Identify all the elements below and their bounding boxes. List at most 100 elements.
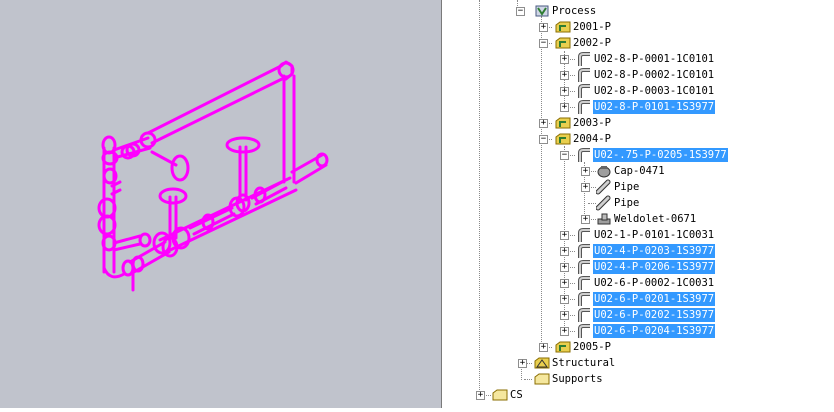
tree-node[interactable]: + Cap-0471 — [454, 163, 834, 179]
tree-node[interactable]: + U02-6-P-0204-1S3977 — [454, 323, 834, 339]
cs-icon — [492, 387, 508, 403]
tree-node-label[interactable]: Process — [552, 5, 597, 17]
pipeline-icon — [555, 19, 571, 35]
expand-icon[interactable]: + — [560, 230, 569, 240]
tree-guide — [544, 347, 552, 348]
tree-guide — [567, 315, 575, 316]
tree-node-label[interactable]: 2002-P — [573, 37, 611, 49]
pipe-run-icon — [576, 67, 592, 83]
tree-guide — [567, 75, 575, 76]
tree-node[interactable]: + U02-4-P-0206-1S3977 — [454, 259, 834, 275]
tree-node[interactable]: + Structural — [454, 355, 834, 371]
tree-node-label[interactable]: 2003-P — [573, 117, 611, 129]
tree-node-label[interactable]: U02-6-P-0202-1S3977 — [593, 308, 716, 322]
pipeline-icon — [555, 131, 571, 147]
expand-icon[interactable]: + — [539, 118, 548, 128]
expand-icon[interactable]: + — [518, 358, 527, 368]
expand-icon[interactable]: + — [560, 294, 569, 304]
tree-node[interactable]: − 2002-P — [454, 35, 834, 51]
tree-node-label[interactable]: U02-8-P-0101-1S3977 — [593, 100, 716, 114]
tree-node-label[interactable]: U02-8-P-0001-1C0101 — [594, 53, 715, 65]
tree-node[interactable]: Pipe — [454, 195, 834, 211]
tree-node-label[interactable]: Pipe — [614, 197, 640, 209]
tree-guide — [567, 299, 575, 300]
tree-node[interactable]: + U02-8-P-0101-1S3977 — [454, 99, 834, 115]
tree-node-label[interactable]: U02-8-P-0002-1C0101 — [594, 69, 715, 81]
tree-node[interactable]: +2001-P — [454, 19, 834, 35]
tree-node[interactable]: + U02-8-P-0001-1C0101 — [454, 51, 834, 67]
tree-node-label[interactable]: Pipe — [614, 181, 640, 193]
pipe-run-icon — [576, 51, 592, 67]
tree-node[interactable]: + U02-6-P-0002-1C0031 — [454, 275, 834, 291]
tree-guide — [588, 203, 596, 204]
tree-node[interactable]: + U02-8-P-0002-1C0101 — [454, 67, 834, 83]
expand-icon[interactable]: + — [560, 102, 569, 112]
pane-splitter[interactable] — [441, 0, 454, 408]
tree-node-label[interactable]: Cap-0471 — [614, 165, 665, 177]
tree-node[interactable]: +2003-P — [454, 115, 834, 131]
tree-guide — [588, 187, 596, 188]
tree-node-label[interactable]: CS — [510, 389, 523, 401]
tree-node[interactable]: + U02-1-P-0101-1C0031 — [454, 227, 834, 243]
supports-icon — [534, 371, 550, 387]
collapse-icon[interactable]: − — [516, 6, 525, 16]
expand-icon[interactable]: + — [581, 214, 590, 224]
tree-node-label[interactable]: U02-6-P-0201-1S3977 — [593, 292, 716, 306]
tree-guide — [567, 267, 575, 268]
expand-icon[interactable]: + — [560, 310, 569, 320]
tree-node[interactable]: − 2004-P — [454, 131, 834, 147]
expand-icon[interactable]: + — [476, 390, 485, 400]
tree-node-label[interactable]: 2005-P — [573, 341, 611, 353]
tree-node[interactable]: + U02-6-P-0202-1S3977 — [454, 307, 834, 323]
expand-icon[interactable]: + — [539, 342, 548, 352]
tree-node[interactable]: + U02-6-P-0201-1S3977 — [454, 291, 834, 307]
expand-icon[interactable]: + — [581, 182, 590, 192]
tree-node-label[interactable]: U02-6-P-0204-1S3977 — [593, 324, 716, 338]
expand-icon[interactable]: + — [560, 54, 569, 64]
graphics-viewport[interactable] — [0, 0, 441, 408]
tree-node-label[interactable]: U02-8-P-0003-1C0101 — [594, 85, 715, 97]
tree-node[interactable]: − U02-.75-P-0205-1S3977 — [454, 147, 834, 163]
expand-icon[interactable]: + — [560, 70, 569, 80]
tree-node[interactable]: + Weldolet-0671 — [454, 211, 834, 227]
tree-node[interactable]: + CS — [454, 387, 834, 403]
tree-node-label[interactable]: U02-1-P-0101-1C0031 — [594, 229, 715, 241]
expand-icon[interactable]: + — [560, 246, 569, 256]
tree-guide — [567, 331, 575, 332]
expand-icon[interactable]: + — [560, 86, 569, 96]
pipe-run-icon — [576, 259, 592, 275]
tree-node-label[interactable]: 2004-P — [573, 133, 611, 145]
tree-guide — [544, 139, 552, 140]
expand-icon[interactable]: + — [581, 166, 590, 176]
tree-node-label[interactable]: U02-.75-P-0205-1S3977 — [593, 148, 728, 162]
tree-node-label[interactable]: Weldolet-0671 — [614, 213, 697, 225]
expand-icon[interactable]: + — [560, 262, 569, 272]
expand-icon[interactable]: + — [560, 278, 569, 288]
tree-node[interactable]: + U02-4-P-0203-1S3977 — [454, 243, 834, 259]
collapse-icon[interactable]: − — [539, 134, 548, 144]
process-icon — [534, 3, 550, 19]
piping-model-3d[interactable] — [0, 0, 441, 408]
tree-node[interactable]: Supports — [454, 371, 834, 387]
pipe-run-icon — [576, 275, 592, 291]
expand-icon[interactable]: + — [560, 326, 569, 336]
collapse-icon[interactable]: − — [539, 38, 548, 48]
pipeline-icon — [555, 339, 571, 355]
tree-guide — [544, 27, 552, 28]
tree-node-label[interactable]: Structural — [552, 357, 616, 369]
tree-node[interactable]: + Pipe — [454, 179, 834, 195]
tree-node-label[interactable]: U02-4-P-0203-1S3977 — [593, 244, 716, 258]
expand-icon[interactable]: + — [539, 22, 548, 32]
tree-node-label[interactable]: U02-6-P-0002-1C0031 — [594, 277, 715, 289]
tree-node-label[interactable]: Supports — [552, 373, 603, 385]
tree-node[interactable]: − Process — [454, 3, 834, 19]
tree-node[interactable]: + U02-8-P-0003-1C0101 — [454, 83, 834, 99]
tree-guide — [483, 395, 491, 396]
tree-node-label[interactable]: 2001-P — [573, 21, 611, 33]
pipe-run-icon — [576, 227, 592, 243]
specification-tree[interactable]: − Process +2001-P − 2002-P + U02-8-P-0001-1C01… — [454, 0, 834, 408]
tree-node[interactable]: +2005-P — [454, 339, 834, 355]
collapse-icon[interactable]: − — [560, 150, 569, 160]
tree-guide — [567, 107, 575, 108]
tree-node-label[interactable]: U02-4-P-0206-1S3977 — [593, 260, 716, 274]
